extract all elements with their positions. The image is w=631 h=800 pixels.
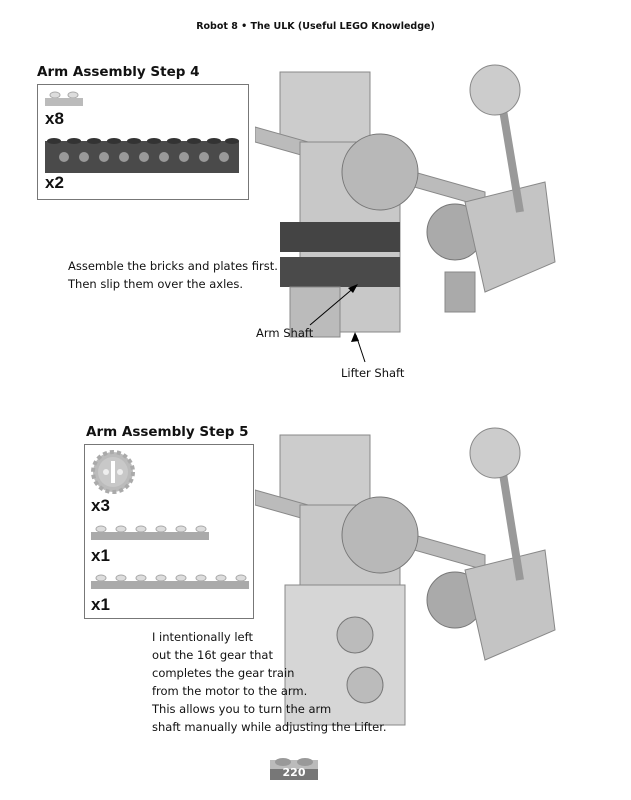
gear-16t-icon — [91, 450, 135, 494]
note-line: from the motor to the arm. — [152, 684, 308, 698]
lego-plate-icon — [270, 758, 318, 780]
plate-1x2-icon — [45, 91, 83, 106]
step4-title: Arm Assembly Step 4 — [37, 64, 200, 80]
instruction-line: Then slip them over the axles. — [68, 277, 243, 291]
step5-parts-box: x3 x1 x1 — [84, 444, 254, 619]
note-line: completes the gear train — [152, 666, 295, 680]
note-line: This allows you to turn the arm — [152, 702, 332, 716]
note-line: out the 16t gear that — [152, 648, 273, 662]
note-line: I intentionally left — [152, 630, 253, 644]
qty-label: x1 — [91, 546, 110, 565]
technic-beam-1x10-icon — [45, 138, 239, 173]
step4-parts-box: x8 x2 — [37, 84, 249, 200]
lifter-shaft-label: Lifter Shaft — [341, 366, 405, 380]
qty-label: x3 — [91, 496, 110, 515]
arm-shaft-label: Arm Shaft — [256, 326, 314, 340]
instruction-line: Assemble the bricks and plates first. — [68, 259, 278, 273]
page-number-plate: 220 — [270, 756, 318, 780]
step5-title: Arm Assembly Step 5 — [86, 424, 249, 440]
running-header: Robot 8 • The ULK (Useful LEGO Knowledge… — [196, 21, 435, 32]
step4-instruction: Assemble the bricks and plates first. Th… — [68, 257, 278, 293]
step5-note: I intentionally left out the 16t gear th… — [152, 628, 387, 736]
arrow-icon — [351, 332, 359, 342]
plate-1x6-icon — [91, 525, 209, 540]
step5-model-illustration — [255, 427, 556, 726]
arrow-icon — [348, 284, 358, 293]
plate-1x8-icon — [91, 574, 249, 589]
qty-label: x1 — [91, 595, 110, 614]
callout-arrows — [309, 284, 366, 363]
qty-label: x8 — [45, 109, 64, 128]
step4-model-illustration — [255, 64, 556, 338]
qty-label: x2 — [45, 173, 64, 192]
note-line: shaft manually while adjusting the Lifte… — [152, 720, 387, 734]
page-number: 220 — [282, 766, 306, 779]
